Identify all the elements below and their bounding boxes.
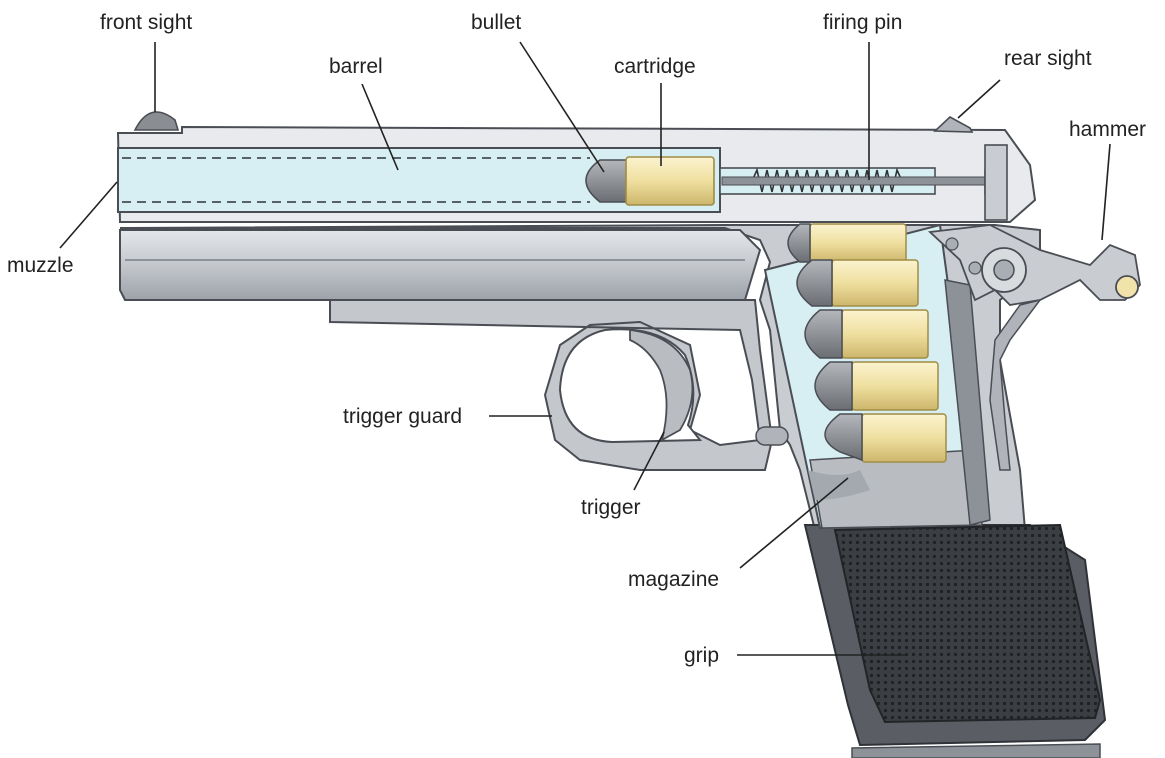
leader-barrel — [361, 83, 399, 171]
grip-panel — [833, 523, 1102, 724]
leader-bullet — [519, 41, 605, 173]
trigger-guard — [329, 299, 774, 471]
leader-hammer — [1101, 143, 1111, 241]
barrel-bore — [117, 147, 721, 213]
barrel-lower-housing — [119, 229, 762, 301]
label-grip: grip — [684, 644, 719, 667]
label-front-sight: front sight — [100, 11, 192, 34]
firing-pin-spring — [751, 167, 903, 193]
label-magazine: magazine — [628, 568, 719, 591]
hammer-mechanism — [927, 224, 1141, 471]
leader-muzzle — [59, 181, 118, 249]
label-firing-pin: firing pin — [823, 11, 902, 34]
label-hammer: hammer — [1069, 118, 1146, 141]
label-bullet: bullet — [471, 11, 521, 34]
label-cartridge: cartridge — [614, 55, 696, 78]
backstrap-channel — [944, 279, 991, 526]
label-muzzle: muzzle — [7, 254, 74, 277]
frame-pin — [755, 426, 789, 446]
cartridge-case — [625, 156, 715, 206]
trigger-shape — [629, 328, 694, 442]
leader-magazine — [739, 477, 849, 569]
label-rear-sight: rear sight — [1004, 47, 1092, 70]
label-trigger-guard: trigger guard — [343, 405, 462, 428]
firing-pin-rod — [721, 176, 993, 186]
label-barrel: barrel — [329, 55, 383, 78]
rear-sight-shape — [933, 116, 974, 133]
leader-trigger — [633, 431, 665, 491]
leader-rear-sight — [957, 79, 1001, 119]
label-trigger: trigger — [581, 496, 641, 519]
bullet-shape — [585, 159, 629, 203]
magazine-cartridges — [787, 223, 947, 463]
front-sight-shape — [133, 111, 180, 131]
